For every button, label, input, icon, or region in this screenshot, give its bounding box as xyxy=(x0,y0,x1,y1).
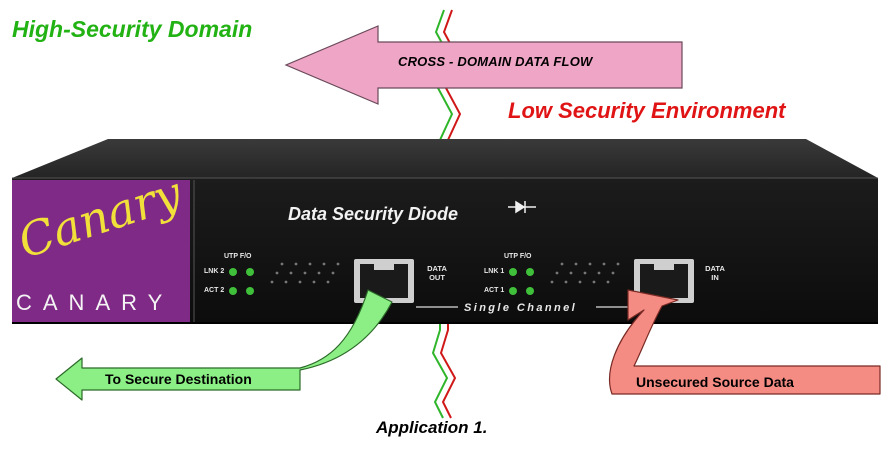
secure-destination-label: To Secure Destination xyxy=(105,371,252,387)
activity-label: ACT 1 xyxy=(484,287,505,294)
led-group-1 xyxy=(509,268,534,295)
link-label: LNK 1 xyxy=(484,268,505,275)
low-security-environment-label: Low Security Environment xyxy=(508,98,786,123)
utp-fo-label: UTP F/O xyxy=(224,253,252,260)
cross-domain-flow-label: CROSS - DOMAIN DATA FLOW xyxy=(398,54,593,69)
link-label: LNK 2 xyxy=(204,268,225,275)
rj45-port-icon xyxy=(354,259,414,303)
secure-destination-arrow xyxy=(55,289,393,401)
single-channel-label: Single Channel xyxy=(464,302,578,314)
led-group-2 xyxy=(229,268,254,295)
vent-dots-right xyxy=(550,262,620,284)
brand-panel xyxy=(12,180,190,322)
product-title: Data Security Diode xyxy=(288,204,459,224)
diode-icon xyxy=(508,200,536,214)
unsecured-source-arrow xyxy=(608,289,881,395)
activity-label: ACT 2 xyxy=(204,287,225,294)
high-security-domain-label: High-Security Domain xyxy=(12,16,253,42)
device-top xyxy=(12,139,878,178)
utp-fo-label: UTP F/O xyxy=(504,253,532,260)
cross-domain-flow-arrow xyxy=(284,25,683,105)
vent-dots-left xyxy=(270,262,340,284)
figure-caption: Application 1. xyxy=(376,418,488,437)
brand-name: CANARY xyxy=(16,290,174,315)
unsecured-source-label: Unsecured Source Data xyxy=(636,374,794,390)
rj45-port-icon xyxy=(634,259,694,303)
